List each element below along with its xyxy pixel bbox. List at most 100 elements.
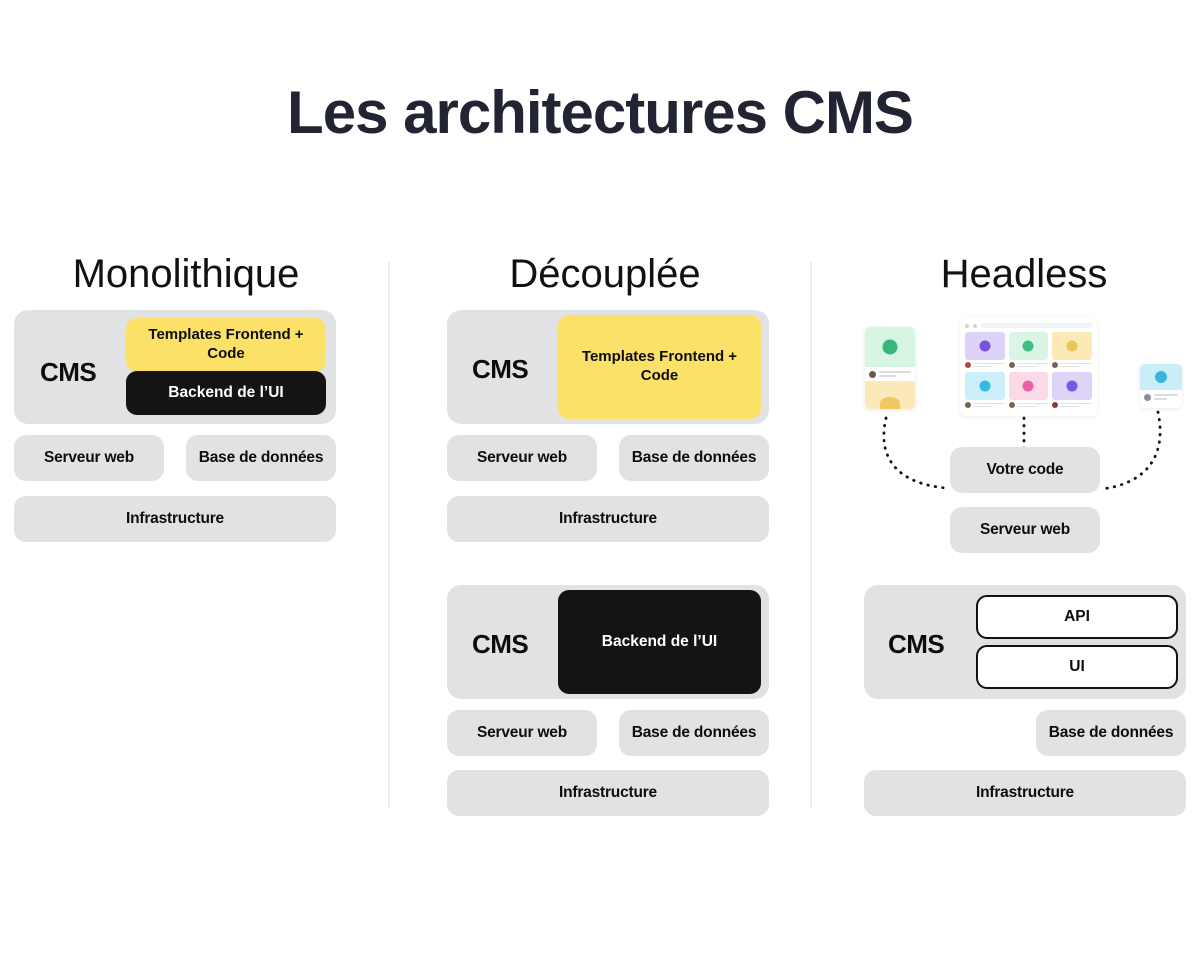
avatar-icon — [1008, 402, 1015, 408]
decorative-blob-cyan — [979, 380, 991, 392]
mockup-text-line — [1016, 402, 1049, 405]
column-divider-right — [810, 262, 812, 808]
mockup-text-line — [973, 365, 992, 368]
column-divider-left — [388, 262, 390, 808]
column-heading-monolithique: Monolithique — [72, 252, 300, 296]
mockup-text-lines — [1060, 362, 1092, 368]
backend-ui-block-decouplee: Backend de l’UI — [558, 590, 761, 694]
mockup-text-line — [879, 371, 911, 374]
site-mockup-right — [1140, 364, 1182, 408]
mockup-text-lines — [879, 371, 911, 377]
api-box-headless: API — [976, 595, 1178, 639]
mockup-thumbnail-mint — [865, 327, 915, 367]
decorative-blob-amber — [880, 397, 900, 409]
site-mockup-center — [960, 318, 1097, 416]
templates-frontend-code-block-monolithique: Templates Frontend + Code — [126, 318, 326, 372]
decorative-blob-pink — [1022, 380, 1034, 392]
mockup-thumbnail-purple — [965, 332, 1005, 360]
avatar-icon — [965, 362, 971, 368]
avatar-icon — [1052, 402, 1059, 408]
mockup-card-grid — [965, 332, 1092, 408]
web-server-box-decouplee-bottom: Serveur web — [447, 710, 597, 756]
mockup-thumbnail-pink — [1008, 372, 1049, 400]
web-server-box-decouplee-top: Serveur web — [447, 435, 597, 481]
mockup-text-lines — [1154, 394, 1178, 400]
web-server-box-headless: Serveur web — [950, 507, 1100, 553]
window-dot-icon — [965, 323, 969, 328]
avatar-icon — [965, 402, 971, 408]
decorative-blob-purple — [979, 340, 991, 352]
decorative-blob-yellow — [1066, 340, 1078, 352]
backend-ui-block-monolithique: Backend de l’UI — [126, 371, 326, 415]
infrastructure-box-headless: Infrastructure — [864, 770, 1186, 816]
mockup-grid-card — [1008, 372, 1049, 408]
avatar-icon — [1144, 393, 1151, 401]
database-box-headless: Base de données — [1036, 710, 1186, 756]
mockup-grid-card — [1008, 332, 1049, 368]
mockup-meta-row — [1008, 362, 1049, 368]
column-heading-headless: Headless — [940, 252, 1108, 296]
decorative-blob-cyan — [1155, 371, 1167, 383]
mockup-text-line — [1060, 402, 1092, 405]
cms-label-headless: CMS — [888, 629, 945, 659]
mockup-text-line — [1016, 362, 1049, 365]
dotted-arrow-right — [1100, 410, 1162, 491]
mockup-meta-row — [1140, 390, 1182, 404]
mockup-toolbar — [965, 323, 1092, 328]
mockup-text-line — [1154, 397, 1168, 400]
mockup-text-lines — [1060, 402, 1092, 408]
mockup-thumbnail-yellow — [1052, 332, 1092, 360]
avatar-icon — [869, 370, 876, 378]
mockup-text-line — [973, 405, 992, 408]
your-code-box-headless: Votre code — [950, 447, 1100, 493]
database-box-monolithique: Base de données — [186, 435, 336, 481]
web-server-box-monolithique: Serveur web — [14, 435, 164, 481]
mockup-meta-row — [1008, 402, 1049, 408]
mockup-text-lines — [973, 402, 1005, 408]
mockup-meta-row — [1052, 362, 1092, 368]
mockup-thumbnail-cyan — [965, 372, 1005, 400]
mockup-grid-card — [1052, 372, 1092, 408]
mockup-thumbnail-amber — [865, 381, 915, 409]
database-box-decouplee-bottom: Base de données — [619, 710, 769, 756]
mockup-text-line — [973, 402, 1005, 405]
templates-frontend-code-block-decouplee: Templates Frontend + Code — [558, 315, 761, 419]
mockup-text-line — [973, 362, 1005, 365]
decorative-blob-green — [882, 339, 898, 355]
decorative-blob-violet — [1066, 380, 1078, 392]
mockup-text-lines — [973, 362, 1005, 368]
mockup-grid-card — [965, 332, 1005, 368]
window-dot-icon — [973, 323, 977, 328]
mockup-search-bar — [981, 323, 1092, 328]
cms-label-decouplee-top: CMS — [472, 354, 529, 384]
dotted-arrow-left — [882, 416, 948, 490]
mockup-text-line — [1154, 394, 1178, 397]
mockup-thumbnail-mint — [1008, 332, 1049, 360]
mockup-text-line — [1060, 365, 1080, 368]
mockup-text-lines — [1016, 402, 1049, 408]
mockup-text-line — [1016, 365, 1036, 368]
mockup-thumbnail-lavender — [1052, 372, 1092, 400]
mockup-meta-row — [865, 367, 915, 381]
database-box-decouplee-top: Base de données — [619, 435, 769, 481]
mockup-text-line — [879, 374, 897, 377]
mockup-text-lines — [1016, 362, 1049, 368]
mockup-grid-card — [965, 372, 1005, 408]
decorative-blob-green — [1022, 340, 1034, 352]
page-title: Les architectures CMS — [287, 79, 914, 146]
infrastructure-box-decouplee-top: Infrastructure — [447, 496, 769, 542]
mockup-grid-card — [1052, 332, 1092, 368]
infrastructure-box-monolithique: Infrastructure — [14, 496, 336, 542]
mockup-meta-row — [965, 362, 1005, 368]
avatar-icon — [1052, 362, 1059, 368]
mockup-meta-row — [965, 402, 1005, 408]
ui-box-headless: UI — [976, 645, 1178, 689]
cms-label-monolithique: CMS — [40, 357, 97, 387]
avatar-icon — [1008, 362, 1015, 368]
mockup-text-line — [1060, 362, 1092, 365]
infrastructure-box-decouplee-bottom: Infrastructure — [447, 770, 769, 816]
site-mockup-left — [865, 327, 915, 409]
mockup-text-line — [1060, 405, 1080, 408]
mockup-meta-row — [1052, 402, 1092, 408]
mockup-thumbnail-cyan — [1140, 364, 1182, 390]
